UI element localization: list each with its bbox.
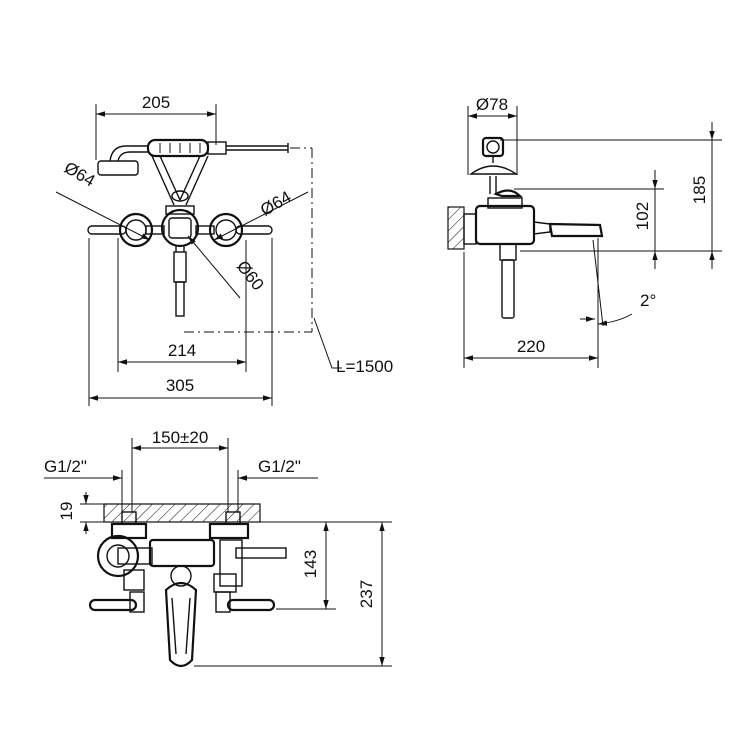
side-body [463, 197, 604, 319]
hose-length-label: L=1500 [336, 357, 393, 376]
front-view: 205 [55, 93, 393, 406]
dim-237: 237 [194, 521, 392, 667]
dim-102-label: 102 [633, 202, 652, 230]
dim-143: 143 [260, 521, 336, 610]
dim-214-label: 214 [168, 341, 196, 360]
dim-d64-right-label: Ø64 [257, 187, 294, 220]
dim-d78-label: Ø78 [476, 95, 508, 114]
dim-305: 305 [88, 238, 273, 406]
dim-d64-left-label: Ø64 [61, 158, 98, 191]
dim-d60-label: Ø60 [233, 257, 268, 294]
mixer-body [160, 205, 200, 317]
dim-185-label: 185 [690, 176, 709, 204]
dim-150: 150±20 [131, 428, 229, 512]
dim-214: 214 [117, 238, 247, 372]
dim-205: 205 [95, 93, 217, 160]
top-wall [103, 503, 261, 523]
left-handle [87, 212, 165, 248]
dim-185: 185 [500, 122, 722, 269]
dim-237-label: 237 [357, 580, 376, 608]
dim-220-label: 220 [517, 337, 545, 356]
dim-102: 102 [514, 170, 664, 269]
dim-143-label: 143 [301, 550, 320, 578]
side-top-fixture [468, 136, 523, 198]
thread-left-label: G1/2" [44, 457, 87, 476]
dim-angle: 2° [580, 239, 656, 327]
thread-right-label: G1/2" [258, 457, 301, 476]
hand-shower [97, 138, 289, 176]
cradle [151, 155, 209, 206]
hose-outline [184, 147, 313, 333]
dim-d78: Ø78 [467, 95, 518, 175]
side-view: Ø78 [447, 95, 722, 368]
dim-150-label: 150±20 [152, 428, 209, 447]
dim-220: 220 [463, 238, 599, 368]
dim-305-label: 305 [166, 376, 194, 395]
side-wall [447, 206, 465, 250]
dim-19: 19 [57, 492, 104, 534]
dim-angle-label: 2° [640, 291, 656, 310]
dim-205-label: 205 [142, 93, 170, 112]
right-handle [195, 212, 273, 248]
dim-19-label: 19 [57, 502, 76, 521]
top-body [88, 511, 287, 668]
hose-length: L=1500 [313, 317, 393, 376]
top-view: 150±20 G1/2" G1/2" 19 [44, 428, 392, 668]
dim-d64-left: Ø64 [55, 158, 151, 241]
